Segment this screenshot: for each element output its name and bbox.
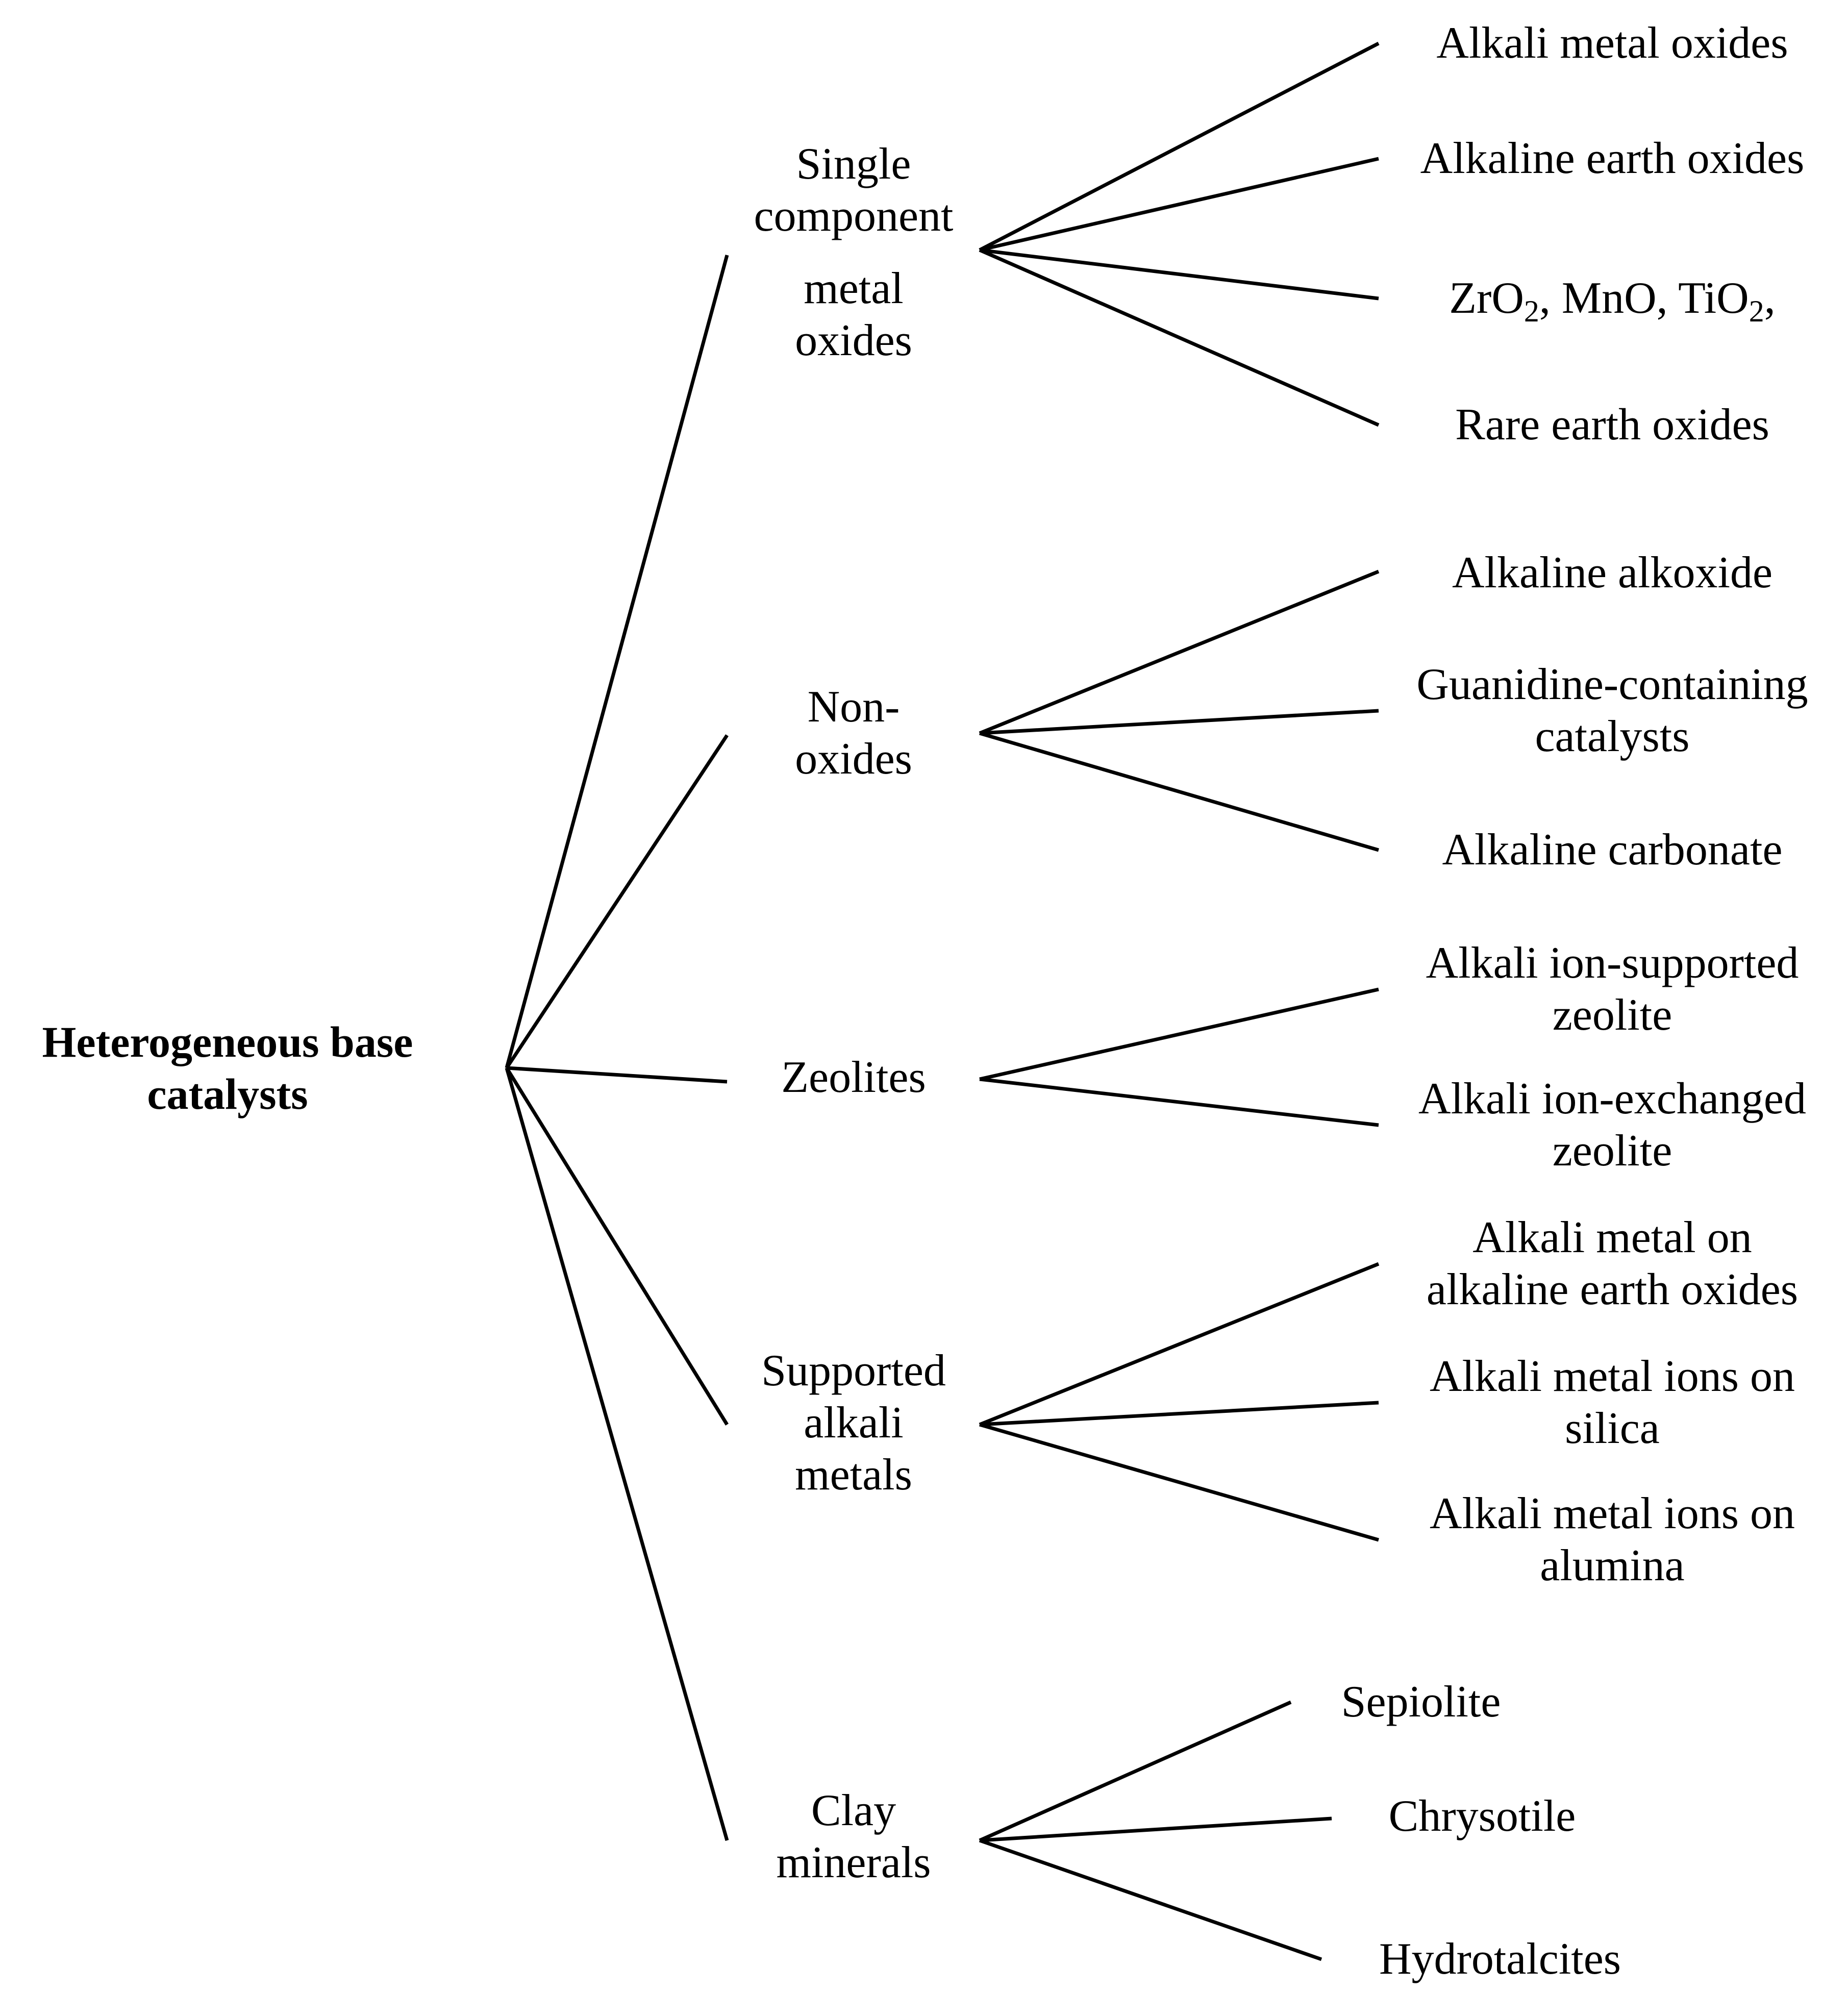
category-clay-minerals: Clay minerals (776, 1785, 931, 1889)
leaf-alkali-metal-ions-on-silica: Alkali metal ions on silica (1429, 1352, 1795, 1453)
category-label: Zeolites (781, 1053, 926, 1102)
edge-single-zro2 (979, 248, 1379, 301)
edge-root-zeolites (506, 1066, 728, 1084)
edge-single-rare-earth (979, 248, 1380, 427)
edge-zeolites-supported (979, 987, 1379, 1081)
leaf-rare-earth-oxides: Rare earth oxides (1455, 400, 1769, 450)
category-label: oxides (795, 316, 912, 365)
edge-nonoxides-carbonate (979, 731, 1379, 852)
leaf-sepiolite: Sepiolite (1341, 1677, 1501, 1727)
edge-clay-chrysotile (979, 1816, 1332, 1842)
leaf-hydrotalcites: Hydrotalcites (1379, 1934, 1621, 1984)
category-label: Supported (761, 1346, 946, 1396)
leaf-guanidine-containing-catalysts: Guanidine-containing catalysts (1416, 660, 1808, 761)
category-non-oxides: Non- oxides (795, 681, 912, 785)
edge-zeolites-exchanged (979, 1077, 1379, 1127)
leaf-alkaline-alkoxide: Alkaline alkoxide (1452, 548, 1773, 597)
category-supported-alkali-metals: Supported alkali metals (761, 1345, 946, 1501)
category-label: Single (796, 139, 911, 189)
category-label: metal (804, 264, 904, 313)
edge-root-clay (505, 1067, 729, 1841)
leaf-alkali-metal-on-alkaline-earth-oxides: Alkali metal on alkaline earth oxides (1426, 1213, 1799, 1314)
leaf-alkali-metal-ions-on-alumina: Alkali metal ions on alumina (1429, 1489, 1795, 1590)
category-zeolites: Zeolites (781, 1052, 926, 1104)
category-label: alkali (804, 1398, 904, 1448)
leaf-chrysotile: Chrysotile (1388, 1791, 1576, 1841)
edge-supported-alumina (979, 1423, 1379, 1542)
edge-supported-alkaline-earth (979, 1262, 1380, 1427)
category-label: metals (795, 1450, 912, 1500)
category-label: minerals (776, 1838, 931, 1887)
leaf-alkali-metal-oxides: Alkali metal oxides (1436, 18, 1788, 68)
edge-root-supported (505, 1067, 729, 1426)
edge-root-single (505, 255, 729, 1068)
category-label: Clay (811, 1786, 896, 1835)
edge-nonoxides-alkoxide (979, 569, 1380, 735)
category-label: Non- (807, 682, 900, 732)
edge-root-nonoxides (505, 734, 729, 1069)
edge-clay-sepiolite (979, 1700, 1292, 1842)
root-title-line2: catalysts (147, 1069, 308, 1118)
leaf-alkali-ion-exchanged-zeolite: Alkali ion-exchanged zeolite (1418, 1074, 1806, 1176)
edge-clay-hydrotalcites (979, 1838, 1322, 1961)
leaf-zro2-mno-tio2: ZrO2, MnO, TiO2, (1449, 273, 1776, 328)
category-single-component: Single component metal oxides (754, 138, 953, 367)
root-title-line1: Heterogeneous base (42, 1017, 413, 1066)
category-label: oxides (795, 734, 912, 784)
edge-single-alkali-metal-oxides (979, 41, 1380, 252)
edge-nonoxides-guanidine (979, 709, 1379, 735)
edge-single-alkaline-earth-oxides (979, 157, 1379, 252)
leaf-alkali-ion-supported-zeolite: Alkali ion-supported zeolite (1426, 938, 1799, 1040)
category-label: component (754, 191, 954, 241)
leaf-alkaline-earth-oxides: Alkaline earth oxides (1420, 134, 1805, 183)
leaf-alkaline-carbonate: Alkaline carbonate (1442, 825, 1783, 875)
root-node: Heterogeneous base catalysts (42, 1016, 413, 1120)
edge-supported-silica (979, 1401, 1379, 1427)
